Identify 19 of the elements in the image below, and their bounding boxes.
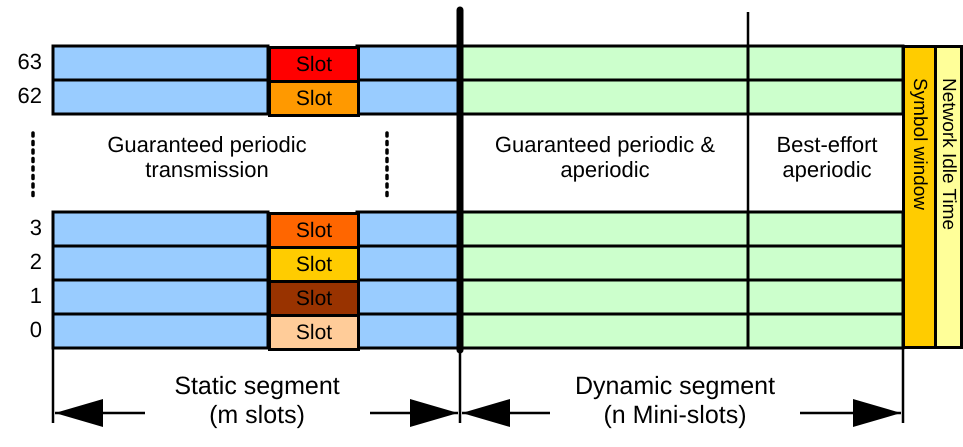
segment-description: Guaranteed periodic transmission bbox=[106, 132, 308, 183]
slot-cell: Slot bbox=[268, 46, 360, 83]
network-idle-time-bar: Network Idle Time bbox=[934, 45, 963, 349]
slot-cell: Slot bbox=[268, 280, 360, 317]
slot-cell: Slot bbox=[268, 80, 360, 117]
row-number: 63 bbox=[16, 49, 42, 74]
row-number: 2 bbox=[28, 249, 42, 274]
row-number: 1 bbox=[28, 283, 42, 308]
segment-description: Best-effort aperiodic bbox=[775, 132, 879, 183]
row-number: 3 bbox=[28, 215, 42, 240]
dimension-label: Static segment (m slots) bbox=[173, 372, 341, 430]
slot-cell: Slot bbox=[268, 246, 360, 283]
slot-cell: Slot bbox=[268, 314, 360, 351]
row-number: 62 bbox=[16, 83, 42, 108]
segment-description: Guaranteed periodic & aperiodic bbox=[494, 132, 716, 183]
slot-cell: Slot bbox=[268, 212, 360, 249]
symbol-window-bar: Symbol window bbox=[902, 45, 937, 349]
row-number: 0 bbox=[28, 317, 42, 342]
dimension-label: Dynamic segment (n Mini-slots) bbox=[574, 372, 776, 430]
